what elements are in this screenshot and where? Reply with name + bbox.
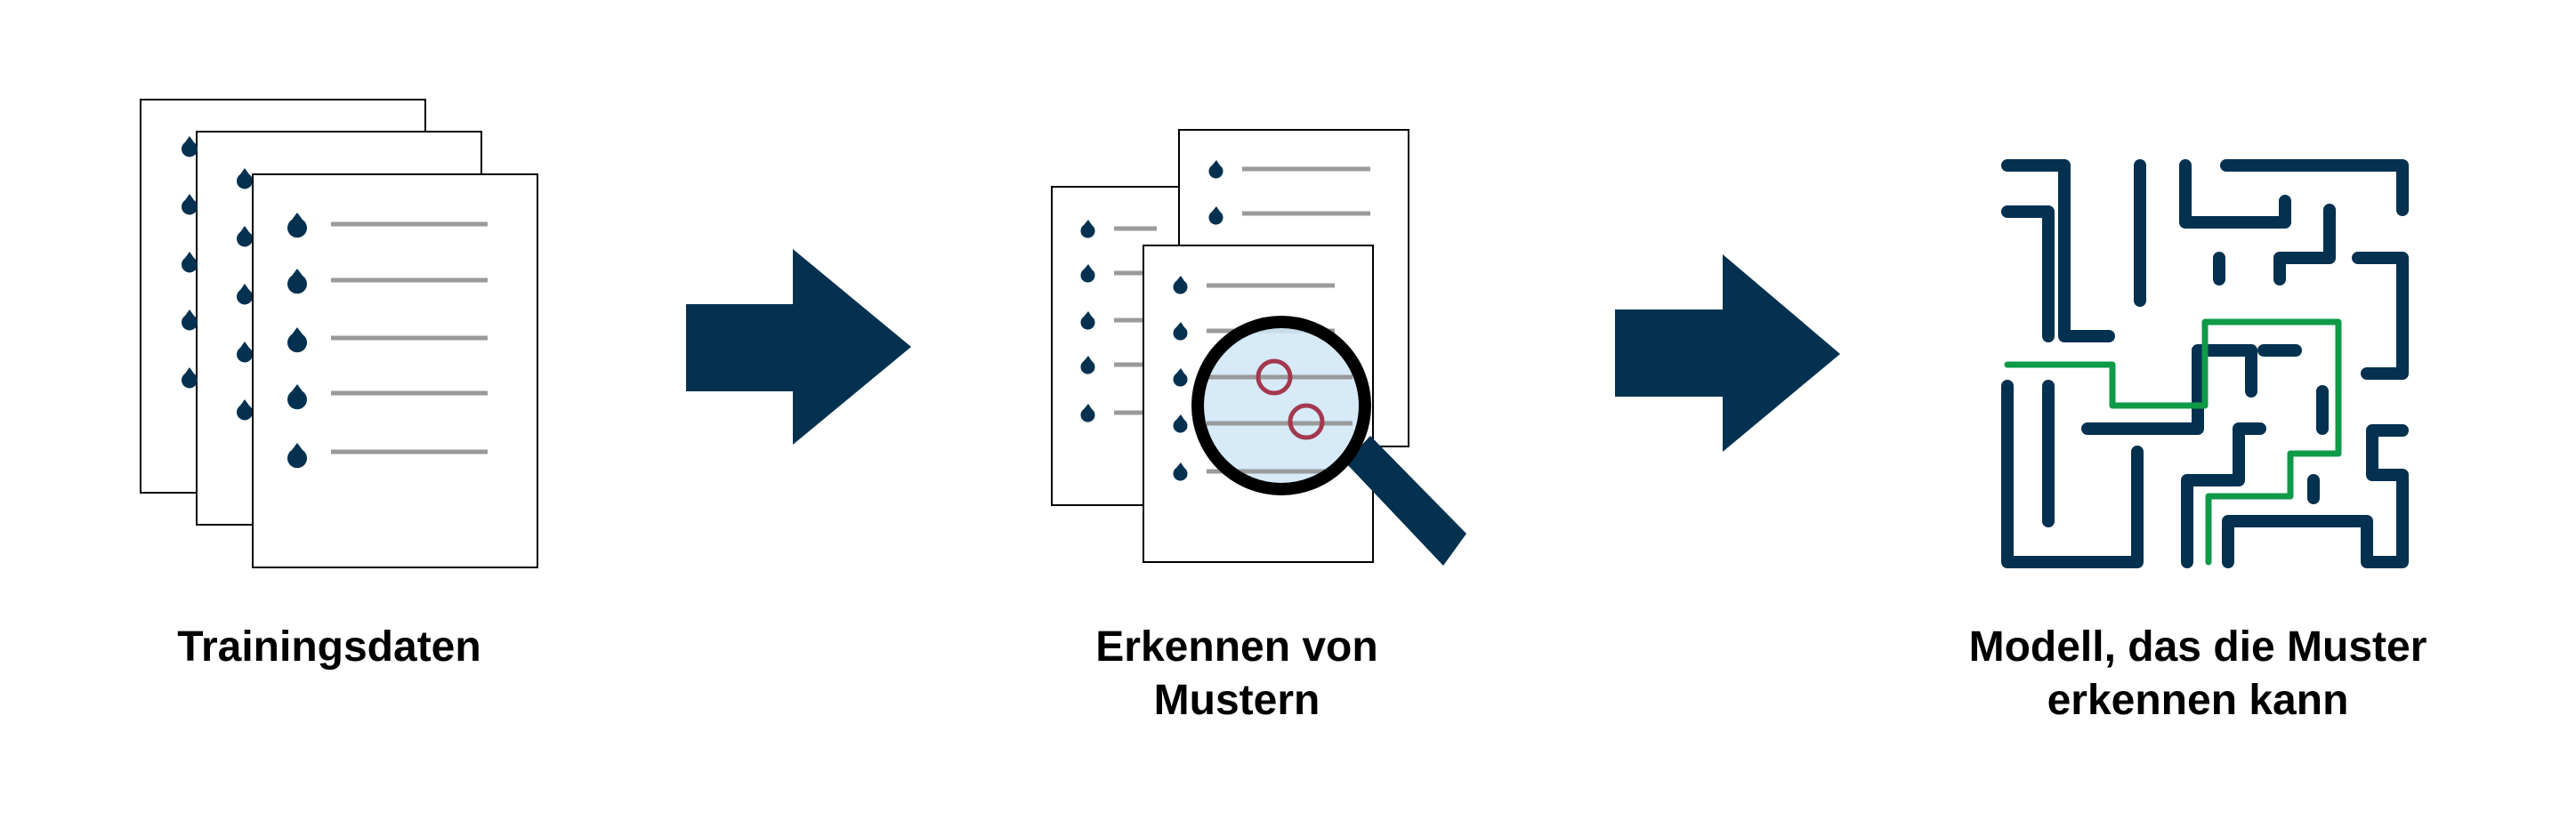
- magnifying-glass-icon: [1191, 316, 1466, 566]
- step-label-line: erkennen kann: [2047, 677, 2349, 724]
- arrow-right-icon: [686, 249, 911, 445]
- maze-icon: [2001, 159, 2409, 568]
- step-label-line: Mustern: [1153, 677, 1320, 724]
- step-label-line: Trainingsdaten: [177, 623, 481, 671]
- step-label-training-data: Trainingsdaten: [107, 621, 552, 674]
- arrow-right-icon: [1615, 254, 1840, 452]
- step-label-line: Modell, das die Muster: [1968, 623, 2427, 671]
- magnifier-on-documents-icon: [1051, 129, 1466, 566]
- document-front: [252, 173, 538, 568]
- step-label-line: Erkennen von: [1095, 623, 1378, 671]
- step-label-model: Modell, das die Muster erkennen kann: [1913, 621, 2483, 728]
- document-stack-icon: [140, 99, 538, 568]
- step-label-pattern-recognition: Erkennen von Mustern: [1014, 621, 1459, 728]
